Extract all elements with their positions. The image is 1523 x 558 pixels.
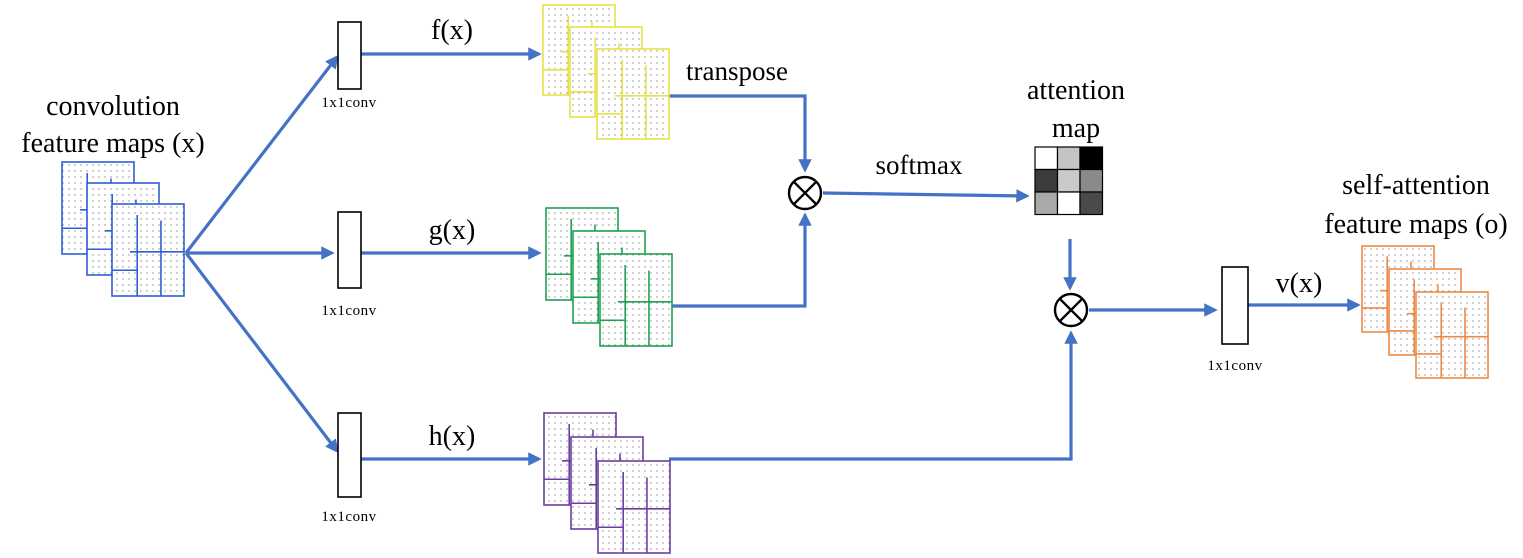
arrow-input-to-f-conv [184, 54, 339, 254]
attention-cell [1056, 168, 1081, 193]
v-label: v(x) [1276, 268, 1323, 299]
softmax-label: softmax [876, 150, 963, 180]
connectors [184, 47, 1361, 466]
arrow-input-to-h-conv [184, 252, 339, 454]
f-conv-box [337, 21, 362, 90]
attention-cell [1056, 191, 1081, 216]
arrow-g-to-multiply [669, 212, 812, 308]
g-conv-label: 1x1conv [321, 303, 376, 319]
feature-map-sheet [599, 253, 673, 347]
h-label: h(x) [429, 421, 476, 452]
feature-map-sheet [596, 48, 670, 140]
feature-map-sheet [1415, 291, 1489, 379]
attention-cell [1034, 191, 1059, 216]
feature-map-sheet [111, 203, 185, 297]
attention-label-line1: attention [1027, 75, 1125, 106]
h-conv-label: 1x1conv [321, 509, 376, 525]
transpose-label: transpose [686, 56, 788, 86]
attention-cell [1056, 146, 1081, 171]
v-conv-box [1221, 266, 1249, 345]
arrow-transpose [669, 94, 812, 173]
h-feature-maps [543, 412, 671, 554]
output-label-line2: feature maps (o) [1324, 209, 1507, 240]
output-feature-maps [1361, 245, 1489, 379]
arrow-h-to-multiply [669, 330, 1078, 461]
attention-cell [1034, 168, 1059, 193]
g-feature-maps [545, 207, 673, 347]
v-conv-label: 1x1conv [1207, 358, 1262, 374]
input-label-line2: feature maps (x) [21, 128, 204, 159]
multiply-operator-1 [787, 175, 823, 211]
attention-cell [1079, 191, 1104, 216]
input-label-line1: convolution [46, 91, 180, 122]
f-label: f(x) [431, 15, 473, 46]
attention-cell [1034, 146, 1059, 171]
output-label-line1: self-attention [1342, 170, 1490, 201]
attention-label-line2: map [1052, 113, 1100, 144]
input-feature-maps [61, 161, 185, 297]
f-feature-maps [542, 4, 670, 140]
attention-cell [1079, 168, 1104, 193]
g-label: g(x) [429, 215, 476, 246]
feature-map-sheet [597, 460, 671, 554]
attention-map-grid [1034, 146, 1104, 216]
h-conv-box [337, 412, 362, 498]
f-conv-label: 1x1conv [321, 95, 376, 111]
g-conv-box [337, 211, 362, 289]
arrow-softmax [822, 189, 1030, 203]
attention-cell [1079, 146, 1104, 171]
multiply-operator-2 [1053, 292, 1089, 328]
